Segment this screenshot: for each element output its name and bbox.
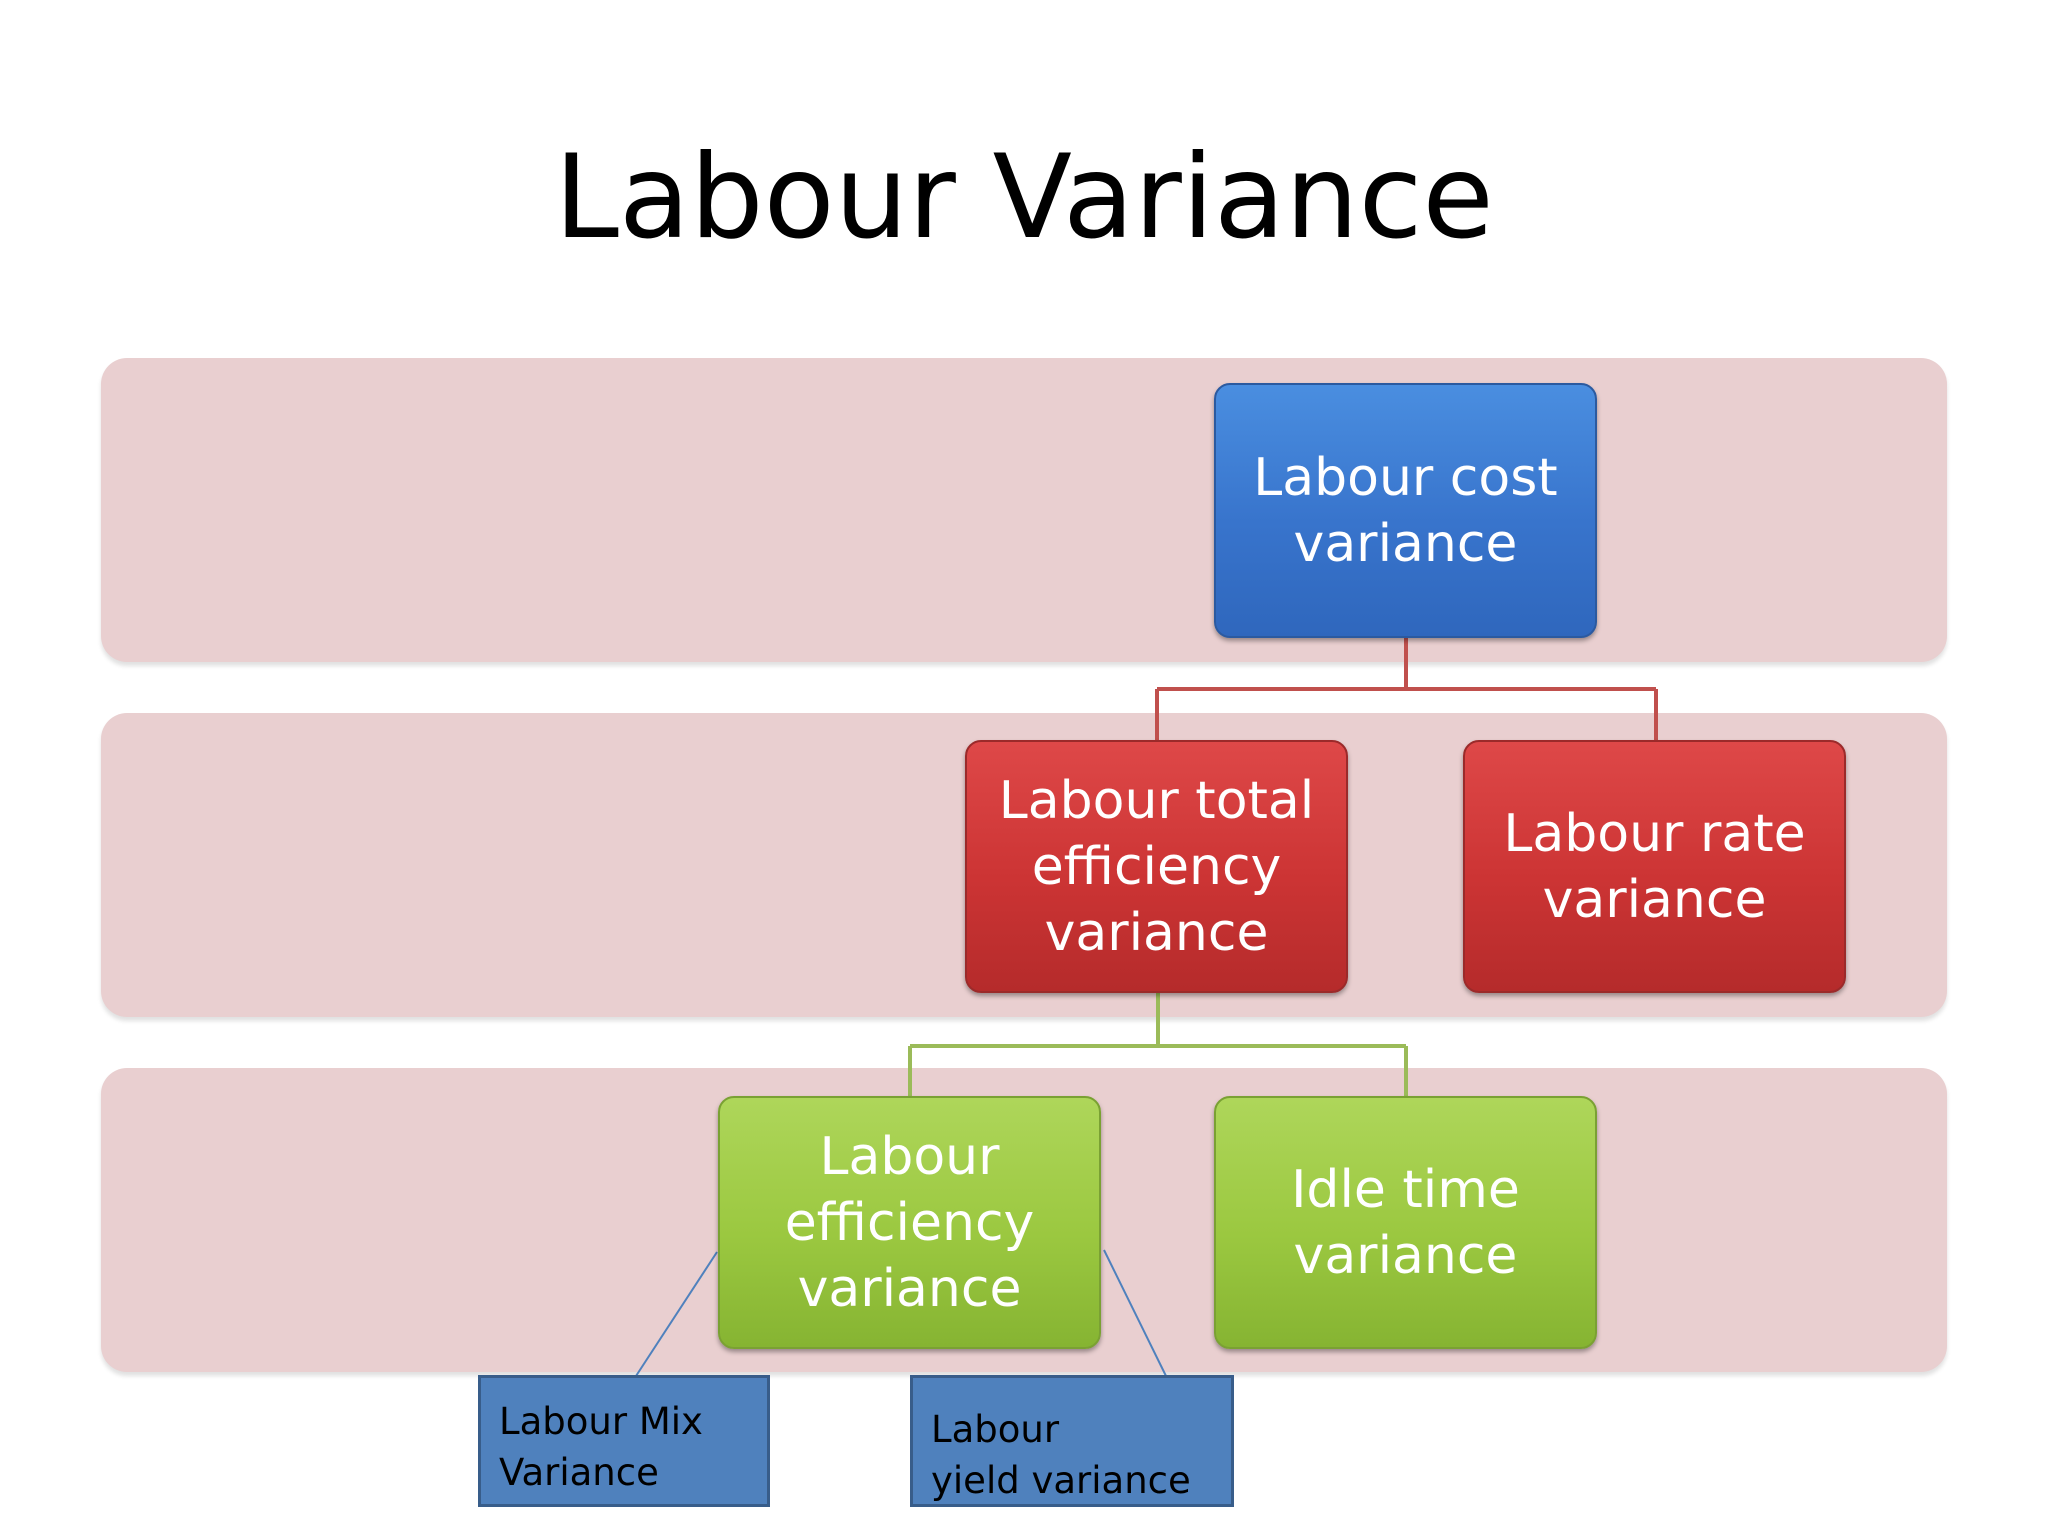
cost-to-level-2-connector: [1155, 638, 1658, 740]
labour-rate-variance-node[interactable]: Labour rate variance: [1463, 740, 1846, 993]
level-1-band: [101, 358, 1947, 662]
labour-efficiency-variance-node[interactable]: Labour efficiency variance: [718, 1096, 1101, 1349]
total-efficiency-to-level-3-connector: [908, 993, 1408, 1096]
slide-title: Labour Variance: [554, 130, 1494, 265]
mix-callout-pointer: [635, 1251, 718, 1377]
labour-cost-variance-node[interactable]: Labour cost variance: [1214, 383, 1597, 638]
idle-time-variance-node[interactable]: Idle time variance: [1214, 1096, 1597, 1349]
yield-callout-pointer: [1103, 1249, 1167, 1377]
labour-mix-variance-callout[interactable]: Labour Mix Variance: [478, 1375, 770, 1507]
labour-total-efficiency-variance-node[interactable]: Labour total efficiency variance: [965, 740, 1348, 993]
labour-yield-variance-callout[interactable]: Labour yield variance: [910, 1375, 1234, 1507]
